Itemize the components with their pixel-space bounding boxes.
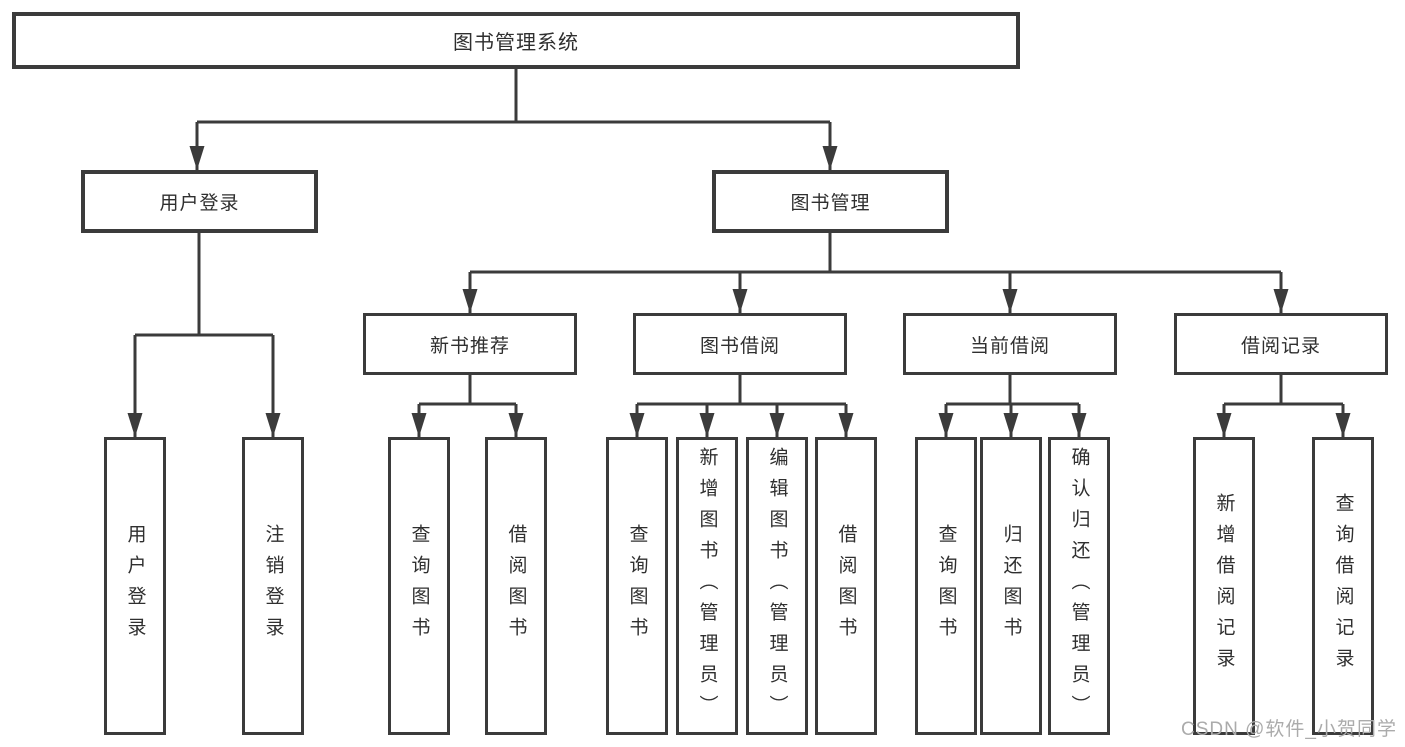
node-root: 图书管理系统	[12, 12, 1020, 69]
leaf-query-borrow-record-label: 查询借阅记录	[1332, 493, 1354, 679]
node-book-management: 图书管理	[712, 170, 949, 233]
leaf-borrow-books-1: 借阅图书	[485, 437, 547, 735]
leaf-edit-book-admin-label: 编辑图书（管理员）	[766, 446, 788, 726]
leaf-edit-book-admin: 编辑图书（管理员）	[746, 437, 808, 735]
leaf-query-books-2-label: 查询图书	[626, 524, 648, 648]
leaf-confirm-return-admin-label: 确认归还（管理员）	[1068, 446, 1090, 726]
leaf-user-login: 用户登录	[104, 437, 166, 735]
node-current-borrow-label: 当前借阅	[969, 335, 1050, 357]
leaf-borrow-books-2: 借阅图书	[815, 437, 877, 735]
node-new-book-recommend-label: 新书推荐	[429, 335, 510, 357]
leaf-add-book-admin-label: 新增图书（管理员）	[696, 446, 718, 726]
leaf-user-login-label: 用户登录	[124, 524, 146, 648]
leaf-query-books-3-label: 查询图书	[935, 524, 957, 648]
node-new-book-recommend: 新书推荐	[363, 313, 577, 375]
leaf-query-books-1: 查询图书	[388, 437, 450, 735]
node-borrow-records-label: 借阅记录	[1240, 335, 1321, 357]
leaf-return-book: 归还图书	[980, 437, 1042, 735]
node-book-borrow: 图书借阅	[633, 313, 847, 375]
leaf-borrow-books-1-label: 借阅图书	[505, 524, 527, 648]
leaf-logout: 注销登录	[242, 437, 304, 735]
node-book-management-label: 图书管理	[790, 193, 871, 214]
leaf-add-borrow-record-label: 新增借阅记录	[1213, 493, 1235, 679]
leaf-query-borrow-record: 查询借阅记录	[1312, 437, 1374, 735]
node-book-borrow-label: 图书借阅	[699, 335, 780, 357]
node-current-borrow: 当前借阅	[903, 313, 1117, 375]
leaf-add-borrow-record: 新增借阅记录	[1193, 437, 1255, 735]
leaf-query-books-2: 查询图书	[606, 437, 668, 735]
leaf-query-books-3: 查询图书	[915, 437, 977, 735]
node-user-login: 用户登录	[81, 170, 318, 233]
leaf-return-book-label: 归还图书	[1000, 524, 1022, 648]
leaf-add-book-admin: 新增图书（管理员）	[676, 437, 738, 735]
node-user-login-label: 用户登录	[159, 193, 240, 214]
leaf-query-books-1-label: 查询图书	[408, 524, 430, 648]
leaf-confirm-return-admin: 确认归还（管理员）	[1048, 437, 1110, 735]
node-root-label: 图书管理系统	[453, 32, 579, 54]
watermark: CSDN @软件_小贺同学	[1181, 719, 1397, 740]
leaf-logout-label: 注销登录	[262, 524, 284, 648]
leaf-borrow-books-2-label: 借阅图书	[835, 524, 857, 648]
node-borrow-records: 借阅记录	[1174, 313, 1388, 375]
